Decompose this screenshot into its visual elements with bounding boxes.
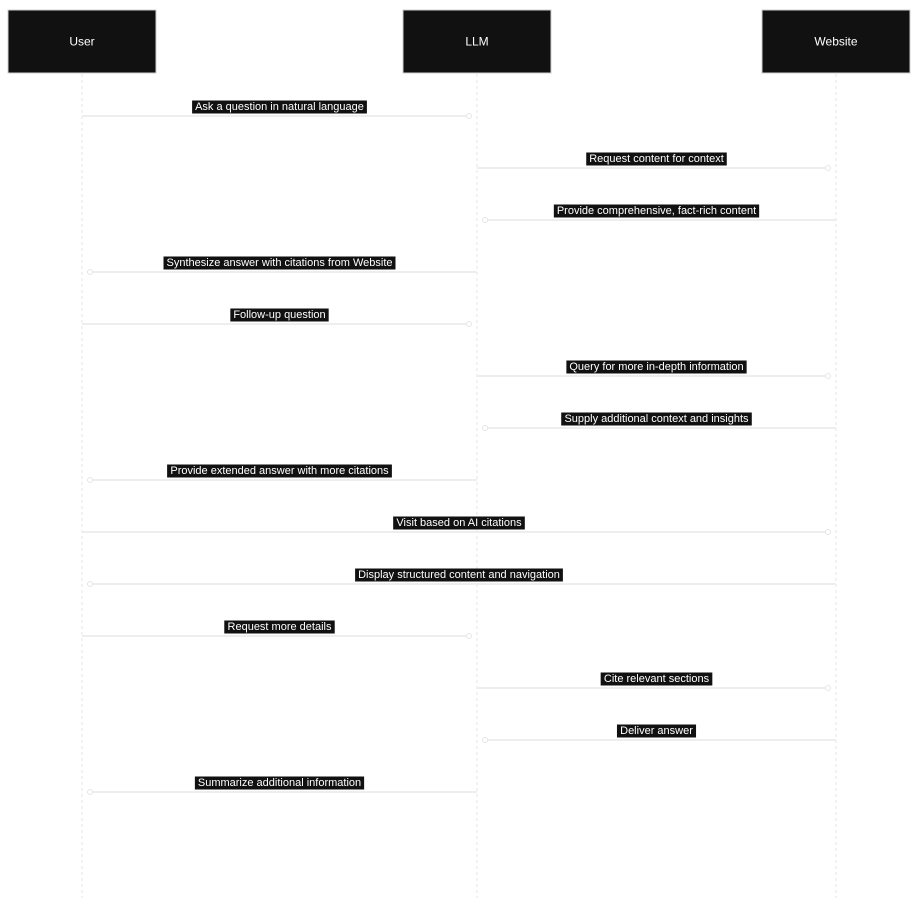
message-7: Supply additional context and insights	[482, 412, 836, 431]
message-9: Visit based on AI citations	[82, 516, 831, 535]
arrow-head-icon	[87, 477, 93, 483]
message-label: Provide comprehensive, fact-rich content	[557, 205, 756, 217]
message-1: Ask a question in natural language	[82, 100, 472, 119]
message-label-background	[163, 256, 396, 270]
messages: Ask a question in natural languageReques…	[82, 100, 836, 795]
message-label: Supply additional context and insights	[564, 413, 749, 425]
message-label: Deliver answer	[620, 725, 693, 737]
message-label-background	[167, 464, 392, 478]
message-10: Display structured content and navigatio…	[87, 568, 836, 587]
message-11: Request more details	[82, 620, 472, 639]
message-label: Request more details	[228, 621, 332, 633]
arrow-head-icon	[466, 321, 472, 327]
message-8: Provide extended answer with more citati…	[87, 464, 477, 483]
message-label: Follow-up question	[233, 309, 325, 321]
lifelines	[81, 74, 837, 898]
message-3: Provide comprehensive, fact-rich content	[482, 204, 836, 223]
message-label-background	[393, 516, 525, 530]
message-5: Follow-up question	[82, 308, 472, 327]
actor-label-user: User	[69, 35, 94, 49]
message-label: Visit based on AI citations	[396, 517, 522, 529]
message-label: Display structured content and navigatio…	[358, 569, 560, 581]
actor-label-llm: LLM	[465, 35, 488, 49]
actors: User LLM Website	[7, 9, 911, 74]
message-label-background	[553, 204, 760, 218]
actor-box-llm	[402, 9, 552, 74]
arrow-head-icon	[87, 789, 93, 795]
arrow-head-icon	[482, 425, 488, 431]
message-label-background	[192, 100, 367, 114]
message-label: Request content for context	[589, 153, 724, 165]
message-label: Query for more in-depth information	[569, 361, 743, 373]
arrow-head-icon	[466, 113, 472, 119]
arrow-head-icon	[87, 269, 93, 275]
arrow-head-icon	[482, 217, 488, 223]
message-6: Query for more in-depth information	[477, 360, 831, 379]
actor-user: User	[7, 9, 157, 74]
arrow-head-icon	[87, 581, 93, 587]
message-label-background	[600, 672, 713, 686]
message-label-background	[616, 724, 697, 738]
arrow-head-icon	[825, 165, 831, 171]
message-label-background	[586, 152, 727, 166]
arrow-head-icon	[825, 373, 831, 379]
message-label-background	[566, 360, 747, 374]
actor-box-user	[7, 9, 157, 74]
actor-llm: LLM	[402, 9, 552, 74]
message-2: Request content for context	[477, 152, 831, 171]
message-12: Cite relevant sections	[477, 672, 831, 691]
arrow-head-icon	[482, 737, 488, 743]
message-label-background	[224, 620, 335, 634]
message-label: Summarize additional information	[198, 777, 361, 789]
message-4: Synthesize answer with citations from We…	[87, 256, 477, 275]
arrow-head-icon	[825, 685, 831, 691]
actor-website: Website	[761, 9, 911, 74]
message-label: Provide extended answer with more citati…	[170, 465, 389, 477]
message-label-background	[230, 308, 329, 322]
message-label: Ask a question in natural language	[195, 101, 364, 113]
arrow-head-icon	[466, 633, 472, 639]
actor-box-website	[761, 9, 911, 74]
message-14: Summarize additional information	[87, 776, 477, 795]
arrow-head-icon	[825, 529, 831, 535]
message-label-background	[355, 568, 563, 582]
actor-label-website: Website	[814, 35, 857, 49]
message-label: Synthesize answer with citations from We…	[167, 257, 393, 269]
message-13: Deliver answer	[482, 724, 836, 743]
message-label-background	[561, 412, 752, 426]
message-label: Cite relevant sections	[604, 673, 710, 685]
message-label-background	[194, 776, 365, 790]
